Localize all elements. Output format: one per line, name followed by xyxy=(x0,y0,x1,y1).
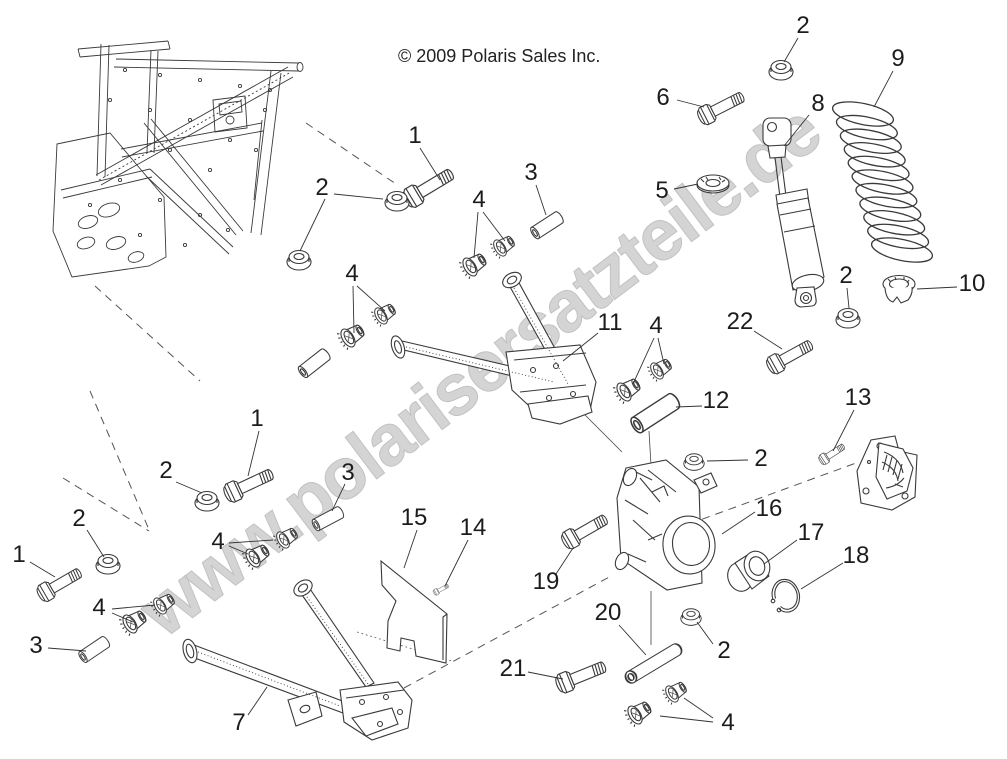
flange-nut xyxy=(95,553,121,575)
snap-ring xyxy=(770,578,801,613)
bearing-carrier xyxy=(614,459,718,591)
callout-2: 2 xyxy=(754,445,768,472)
upper-a-arm xyxy=(390,271,597,425)
callout-11: 11 xyxy=(597,309,623,336)
flange-nut xyxy=(286,249,312,271)
callout-17: 17 xyxy=(797,519,825,546)
pivot-sleeve xyxy=(528,209,566,241)
callout-5: 5 xyxy=(655,177,669,204)
callout-2: 2 xyxy=(159,457,173,484)
callout-4: 4 xyxy=(472,186,486,213)
pivot-tube xyxy=(627,390,683,436)
callout-16: 16 xyxy=(755,495,783,522)
construction-lines xyxy=(62,122,857,689)
callout-1: 1 xyxy=(408,122,422,149)
flange-nut xyxy=(835,307,861,329)
pivot-sleeve xyxy=(310,504,346,533)
callout-13: 13 xyxy=(844,384,872,411)
pivot-bushing xyxy=(645,354,675,384)
pivot-bushing xyxy=(369,299,399,329)
lower-a-arm xyxy=(182,579,413,741)
shock-absorber xyxy=(762,117,825,308)
callout-1: 1 xyxy=(250,405,264,432)
spring-seat-washer xyxy=(696,174,730,194)
callout-21: 21 xyxy=(499,655,527,682)
callout-7: 7 xyxy=(232,709,246,736)
callout-15: 15 xyxy=(400,504,428,531)
callout-14: 14 xyxy=(459,514,487,541)
callout-20: 20 xyxy=(594,599,622,626)
callout-4: 4 xyxy=(721,709,735,736)
callout-1: 1 xyxy=(12,541,26,568)
hex-bolt xyxy=(220,463,277,505)
coil-spring xyxy=(831,101,934,263)
callout-4: 4 xyxy=(345,260,359,287)
pivot-bushing xyxy=(488,231,518,261)
pivot-bushing xyxy=(621,697,655,729)
callout-6: 6 xyxy=(656,84,670,111)
callout-12: 12 xyxy=(702,387,730,414)
pivot-bushing xyxy=(334,320,368,352)
callout-3: 3 xyxy=(341,459,355,486)
guard-plate xyxy=(380,559,448,664)
callout-4: 4 xyxy=(92,594,106,621)
spring-retainer xyxy=(882,274,916,304)
callout-3: 3 xyxy=(29,632,43,659)
callout-3: 3 xyxy=(524,159,538,186)
callout-2: 2 xyxy=(72,505,86,532)
flange-nut xyxy=(683,453,705,471)
callout-2: 2 xyxy=(315,174,329,201)
callout-19: 19 xyxy=(532,568,560,595)
pivot-tube xyxy=(622,640,685,686)
hex-bolt xyxy=(432,582,451,597)
pivot-sleeve xyxy=(76,634,112,665)
hex-bolt xyxy=(552,656,610,696)
frame-sketch xyxy=(52,40,304,278)
callout-2: 2 xyxy=(796,12,810,39)
hex-bolt xyxy=(33,563,86,605)
carrier-bushing xyxy=(727,550,771,592)
callout-2: 2 xyxy=(839,262,853,289)
callout-2: 2 xyxy=(717,637,731,664)
callout-22: 22 xyxy=(726,308,754,335)
callout-9: 9 xyxy=(891,45,905,72)
pivot-bushing xyxy=(610,374,644,406)
flange-nut xyxy=(384,190,410,212)
callout-4: 4 xyxy=(649,312,663,339)
leader-lines xyxy=(29,37,958,723)
callout-4: 4 xyxy=(211,528,225,555)
brake-caliper xyxy=(856,435,918,511)
pivot-bushing xyxy=(271,523,301,553)
hex-bolt xyxy=(816,441,848,467)
pivot-sleeve xyxy=(296,346,333,380)
copyright-text: © 2009 Polaris Sales Inc. xyxy=(398,46,601,66)
pivot-bushing xyxy=(660,677,690,707)
hex-bolt xyxy=(694,87,748,128)
callout-10: 10 xyxy=(958,270,986,297)
hex-bolt xyxy=(558,509,612,552)
flange-nut xyxy=(194,490,220,512)
pivot-bushing xyxy=(148,589,178,619)
pivot-bushing xyxy=(239,540,273,572)
callout-8: 8 xyxy=(811,90,825,117)
callout-18: 18 xyxy=(842,542,870,569)
pivot-bushing xyxy=(116,606,150,638)
pivot-bushing xyxy=(456,249,490,281)
flange-nut xyxy=(768,59,794,81)
